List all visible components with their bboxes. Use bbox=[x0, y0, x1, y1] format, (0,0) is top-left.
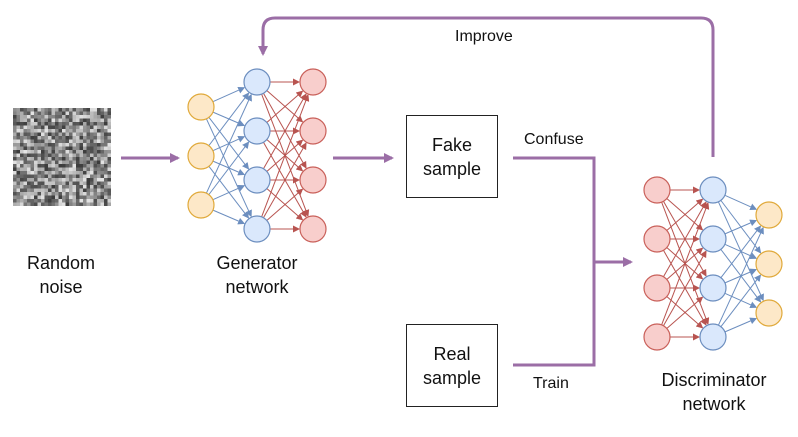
network-edge bbox=[720, 225, 762, 278]
input-node bbox=[643, 225, 671, 253]
network-edge bbox=[263, 142, 307, 218]
network-edge bbox=[661, 202, 710, 326]
input-node bbox=[187, 93, 215, 121]
network-edge bbox=[666, 296, 704, 329]
flow-arrows bbox=[121, 16, 715, 367]
input-node bbox=[643, 274, 671, 302]
random-noise-label: Random noise bbox=[6, 251, 116, 299]
hidden-node bbox=[243, 215, 271, 243]
generator-label: Generator network bbox=[192, 251, 322, 299]
input-node bbox=[187, 142, 215, 170]
output-node bbox=[299, 117, 327, 145]
network-edge bbox=[212, 86, 246, 103]
train-label: Train bbox=[533, 375, 569, 392]
random-noise-image bbox=[13, 108, 111, 206]
network-edge bbox=[212, 184, 246, 201]
network-edge bbox=[208, 92, 250, 146]
random-noise-line2: noise bbox=[39, 277, 83, 297]
hidden-node bbox=[243, 68, 271, 96]
network-edge bbox=[724, 317, 758, 333]
output-node bbox=[299, 215, 327, 243]
improve-label: Improve bbox=[455, 28, 513, 45]
network-edge bbox=[263, 93, 307, 169]
network-edge bbox=[208, 141, 250, 195]
real-connector bbox=[513, 262, 596, 367]
network-edge bbox=[212, 209, 246, 225]
hidden-node bbox=[699, 323, 727, 351]
fake-sample-box: Fake sample bbox=[406, 115, 498, 198]
fake-connector bbox=[513, 156, 596, 262]
network-edge bbox=[717, 226, 764, 326]
discriminator-line1: Discriminator bbox=[661, 370, 767, 390]
network-edge bbox=[724, 194, 758, 211]
discriminator-network bbox=[643, 176, 783, 351]
network-edge bbox=[724, 219, 758, 235]
network-edge bbox=[266, 188, 304, 221]
hidden-node bbox=[699, 274, 727, 302]
real-sample-line2: sample bbox=[422, 367, 482, 388]
discriminator-label: Discriminator network bbox=[644, 368, 784, 416]
network-edge bbox=[666, 198, 704, 231]
confuse-label: Confuse bbox=[524, 131, 584, 148]
network-edge bbox=[663, 201, 707, 277]
output-node bbox=[755, 299, 783, 327]
output-node bbox=[755, 201, 783, 229]
hidden-node bbox=[243, 117, 271, 145]
output-node bbox=[299, 68, 327, 96]
hidden-node bbox=[699, 176, 727, 204]
output-node bbox=[299, 166, 327, 194]
network-edge bbox=[663, 250, 707, 326]
network-edge bbox=[266, 90, 304, 123]
real-sample-box: Real sample bbox=[406, 324, 498, 407]
network-edge bbox=[205, 93, 252, 194]
generator-line2: network bbox=[225, 277, 289, 297]
generator-network bbox=[187, 68, 327, 243]
input-node bbox=[643, 323, 671, 351]
fake-sample-line2: sample bbox=[422, 158, 482, 179]
real-sample-line1: Real bbox=[433, 343, 471, 364]
improve-arrow bbox=[258, 16, 715, 157]
input-node bbox=[643, 176, 671, 204]
output-node bbox=[755, 250, 783, 278]
hidden-node bbox=[243, 166, 271, 194]
input-node bbox=[187, 191, 215, 219]
generator-line1: Generator bbox=[216, 253, 298, 273]
network-edge bbox=[261, 94, 310, 218]
random-noise-line1: Random bbox=[26, 253, 96, 273]
hidden-node bbox=[699, 225, 727, 253]
fake-sample-line1: Fake bbox=[431, 134, 473, 155]
network-edge bbox=[720, 274, 762, 327]
discriminator-line2: network bbox=[682, 394, 746, 414]
